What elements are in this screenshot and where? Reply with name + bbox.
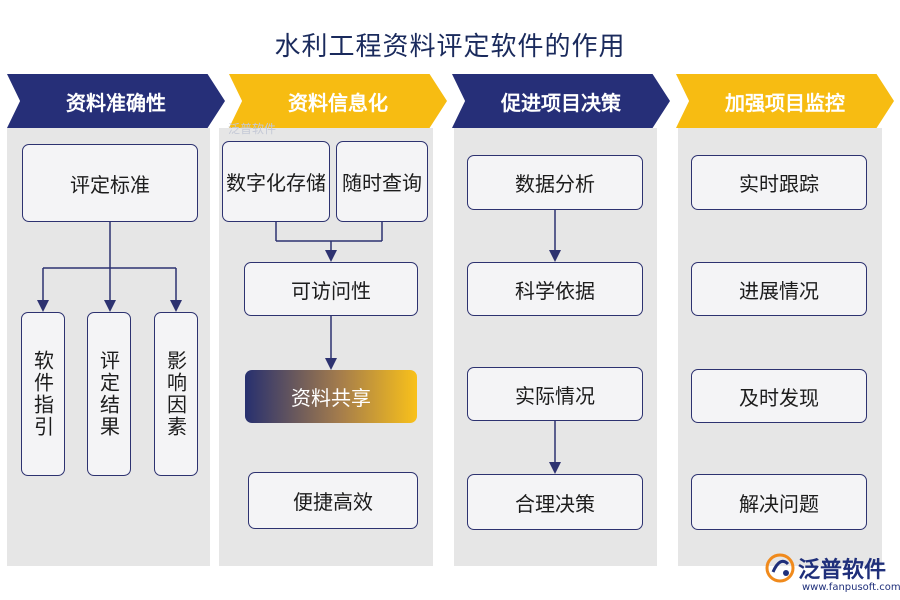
header-decision-label: 促进项目决策 [501,90,621,115]
logo-name: 泛普软件 [798,558,887,583]
header-monitoring: 加强项目监控 [676,74,894,128]
node-data-analysis: 数据分析 [467,155,643,210]
node-software-guide: 软件指引 [21,312,65,476]
header-decision: 促进项目决策 [452,74,670,128]
node-influencing-factors: 影响因素 [154,312,198,476]
node-evaluation-standard: 评定标准 [22,144,198,222]
header-accuracy-label: 资料准确性 [66,90,166,115]
node-solve-problems: 解决问题 [691,474,867,530]
node-evaluation-result: 评定结果 [87,312,131,476]
header-monitoring-label: 加强项目监控 [725,90,845,115]
logo-icon [765,553,795,583]
node-convenient-efficient: 便捷高效 [248,472,418,529]
node-timely-discovery: 及时发现 [691,369,867,423]
node-rational-decision: 合理决策 [467,474,643,530]
node-realtime-tracking: 实时跟踪 [691,155,867,210]
node-progress-status: 进展情况 [691,262,867,316]
node-scientific-basis: 科学依据 [467,262,643,316]
node-digital-storage: 数字化存储 [222,141,330,222]
header-accuracy: 资料准确性 [7,74,225,128]
header-informatization-label: 资料信息化 [288,90,388,115]
watermark-text: 泛普软件 [228,122,277,136]
header-informatization: 资料信息化 [229,74,447,128]
node-data-sharing: 资料共享 [245,370,417,423]
node-accessibility: 可访问性 [244,262,418,316]
page-title: 水利工程资料评定软件的作用 [274,32,626,62]
node-actual-situation: 实际情况 [467,367,643,421]
logo-url: www.fanpusoft.com [802,582,900,593]
brand-logo: 泛普软件 www.fanpusoft.com [764,550,900,596]
node-query-anytime: 随时查询 [336,141,428,222]
